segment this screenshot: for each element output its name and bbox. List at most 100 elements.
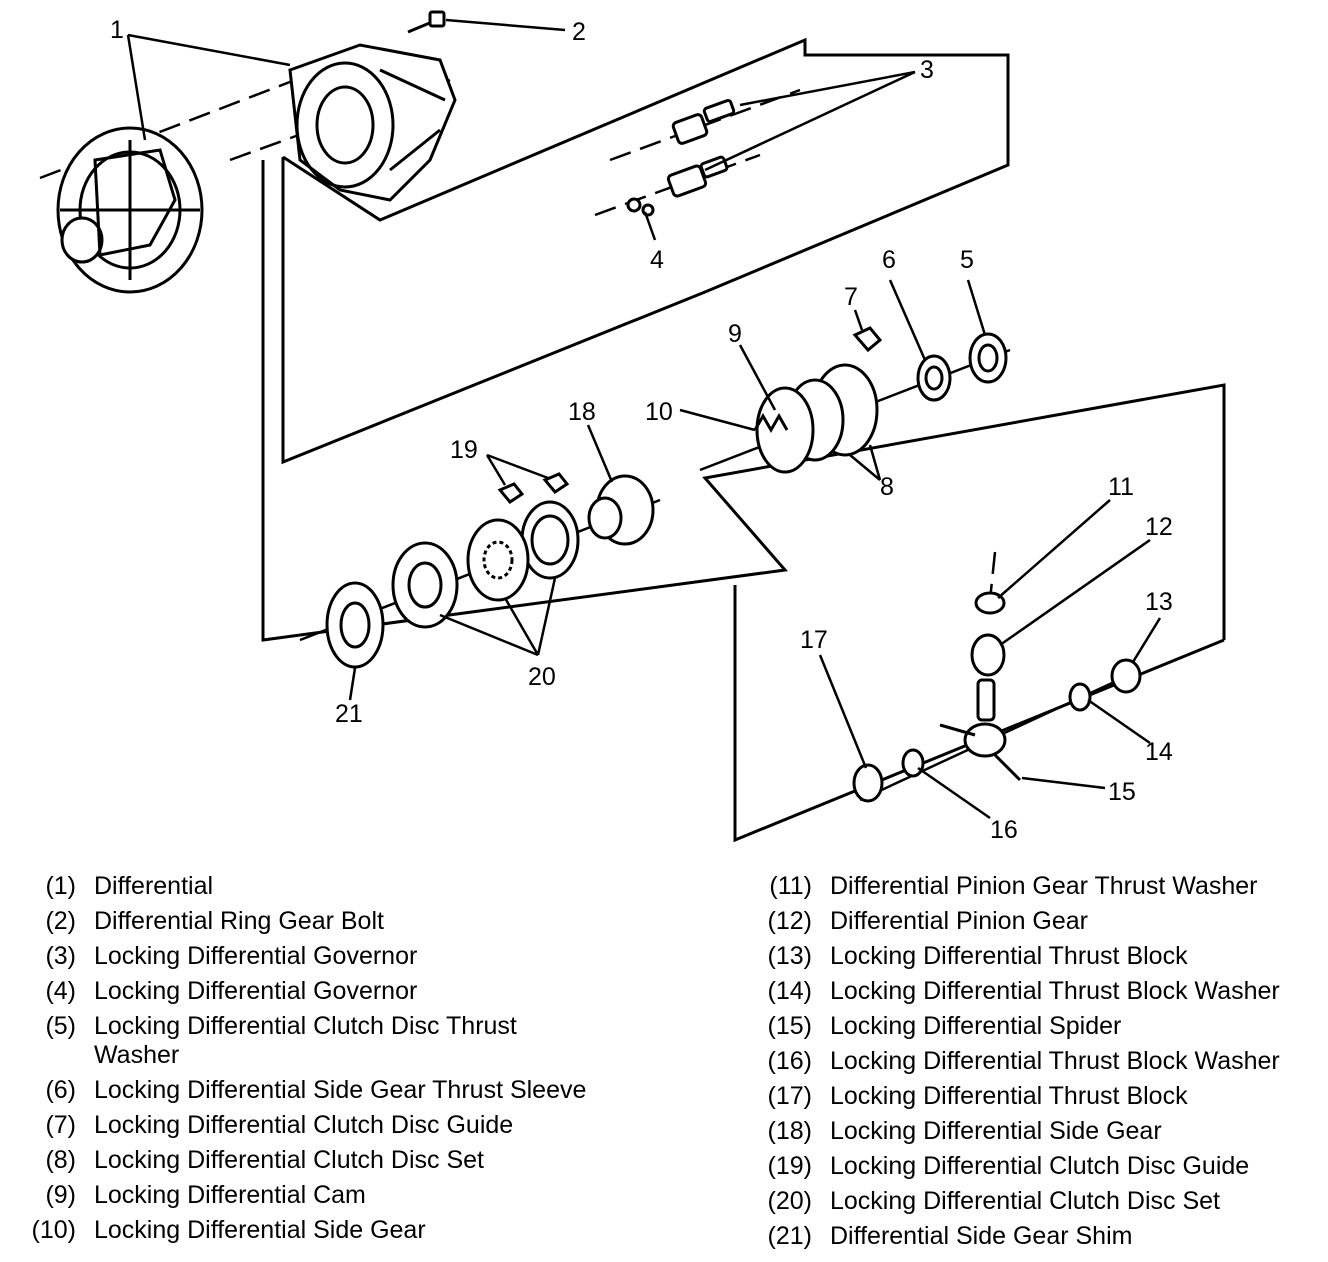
callout-10: 10: [645, 398, 673, 426]
leader-1b: [126, 34, 147, 141]
legend-item: (6)Locking Differential Side Gear Thrust…: [6, 1076, 606, 1105]
legend-item: (11) Differential Pinion Gear Thrust Wash…: [742, 872, 1328, 901]
legend-number: (17): [767, 1082, 812, 1110]
leader-12: [999, 538, 1151, 647]
legend-item: (3)Locking Differential Governor: [6, 942, 606, 971]
legend-number: (20): [767, 1187, 812, 1215]
leader-1a: [127, 33, 291, 67]
legend-label: Locking Differential Clutch Disc Guide: [94, 1111, 514, 1139]
legend-number: (12): [767, 907, 812, 935]
legend-number: (5): [45, 1012, 76, 1040]
differential-carrier-left: [56, 126, 204, 294]
legend-item: (10) Locking Differential Side Gear: [6, 1216, 606, 1245]
leader-17: [818, 654, 868, 769]
callout-18: 18: [568, 398, 596, 426]
clutch-disc-thrust-washer: [968, 332, 1008, 384]
legend-label: Locking Differential Clutch Disc Thrust …: [94, 1012, 517, 1069]
callout-14: 14: [1145, 738, 1173, 766]
legend-number: (3): [45, 942, 76, 970]
legend-number: (19): [767, 1152, 812, 1180]
leader-6: [888, 279, 927, 361]
legend-label: Differential Ring Gear Bolt: [94, 907, 384, 935]
callout-9: 9: [728, 320, 742, 348]
axis-line-1: [39, 53, 361, 180]
axis-line-4: [594, 153, 761, 217]
callout-3: 3: [920, 56, 934, 84]
leader-4: [643, 211, 657, 241]
ring-gear-bolt: [407, 10, 446, 34]
group-frame-upper: [281, 37, 1010, 465]
clutch-disc-set-lower: [391, 500, 580, 629]
leader-19b: [486, 453, 549, 480]
legend-number: (18): [767, 1117, 812, 1145]
differential-carrier-right: [288, 43, 457, 202]
side-gear-lower: [587, 474, 655, 546]
callout-20: 20: [528, 663, 556, 691]
leader-15: [1021, 776, 1106, 790]
governor-upper: [671, 98, 736, 145]
legend-label: Locking Differential Clutch Disc Set: [830, 1187, 1220, 1215]
legend-number: (9): [45, 1181, 76, 1209]
leader-14: [1087, 698, 1151, 745]
callout-15: 15: [1108, 778, 1136, 806]
legend-number: (8): [45, 1146, 76, 1174]
leader-20b: [503, 597, 540, 656]
leader-2: [445, 18, 566, 32]
leader-10: [679, 408, 756, 432]
callout-12: 12: [1145, 513, 1173, 541]
legend-number: (7): [45, 1111, 76, 1139]
legend-label: Differential Side Gear Shim: [830, 1222, 1133, 1250]
legend-item: (7) Locking Differential Clutch Disc Guid…: [6, 1111, 606, 1140]
legend-item: (12)Differential Pinion Gear: [742, 907, 1328, 936]
leader-3b: [704, 70, 916, 172]
legend-number: (10): [31, 1216, 76, 1244]
legend-left: (1)Differential (2) Differential Ring Gea…: [6, 872, 606, 1251]
cam-and-side-gear-assembly: [753, 363, 879, 474]
leader-7: [853, 309, 864, 331]
callout-13: 13: [1145, 588, 1173, 616]
callout-4: 4: [650, 246, 664, 274]
legend-label: Locking Differential Cam: [94, 1181, 366, 1209]
legend-number: (4): [45, 977, 76, 1005]
legend-label: Locking Differential Governor: [94, 977, 418, 1005]
legend-number: (11): [769, 872, 812, 900]
leader-13: [1131, 617, 1162, 663]
legend-number: (1): [45, 872, 76, 900]
legend-item: (5) Locking Differential Clutch Disc Thru…: [6, 1012, 606, 1070]
leader-18: [586, 424, 614, 483]
legend-right: (11) Differential Pinion Gear Thrust Wash…: [742, 872, 1328, 1257]
callout-5: 5: [960, 246, 974, 274]
leader-8a: [849, 454, 881, 481]
callout-16: 16: [990, 816, 1018, 844]
legend-item: (9) Locking Differential Cam: [6, 1181, 606, 1210]
exploded-diagram: 1 2 3 4 5 6 7 8 9 10 11 12 13 14 15 16 1…: [39, 10, 1226, 844]
spider-group: [852, 591, 1142, 803]
group-frame-middle: [261, 160, 1226, 642]
leader-21: [348, 667, 357, 701]
legend-label: Differential Pinion Gear Thrust Washer: [830, 872, 1258, 900]
legend-item: (13) Locking Differential Thrust Block: [742, 942, 1328, 971]
legend-label: Locking Differential Thrust Block: [830, 1082, 1188, 1110]
legend-item: (18) Locking Differential Side Gear: [742, 1117, 1328, 1146]
legend-number: (14): [767, 977, 812, 1005]
legend-item: (1)Differential: [6, 872, 606, 901]
callout-7: 7: [844, 283, 858, 311]
leader-19a: [485, 454, 507, 486]
legend-item: (16)Locking Differential Thrust Block Wa…: [742, 1047, 1328, 1076]
leader-9: [738, 344, 777, 411]
side-gear-thrust-sleeve: [916, 354, 952, 402]
legend-label: Locking Differential Thrust Block: [830, 942, 1188, 970]
legend-number: (13): [767, 942, 812, 970]
legend-label: Locking Differential Side Gear: [94, 1216, 426, 1244]
leader-16: [917, 766, 991, 820]
legend-label: Locking Differential Side Gear: [830, 1117, 1162, 1145]
legend-label: Locking Differential Clutch Disc Guide: [830, 1152, 1250, 1180]
legend-number: (2): [45, 907, 76, 935]
callout-21: 21: [335, 700, 363, 728]
legend-item: (20) Locking Differential Clutch Disc Set: [742, 1187, 1328, 1216]
legend-item: (2) Differential Ring Gear Bolt: [6, 907, 606, 936]
legend-item: (21)Differential Side Gear Shim: [742, 1222, 1328, 1251]
side-gear-shim: [325, 581, 385, 669]
callout-11: 11: [1108, 473, 1134, 501]
leader-20a: [439, 613, 539, 657]
